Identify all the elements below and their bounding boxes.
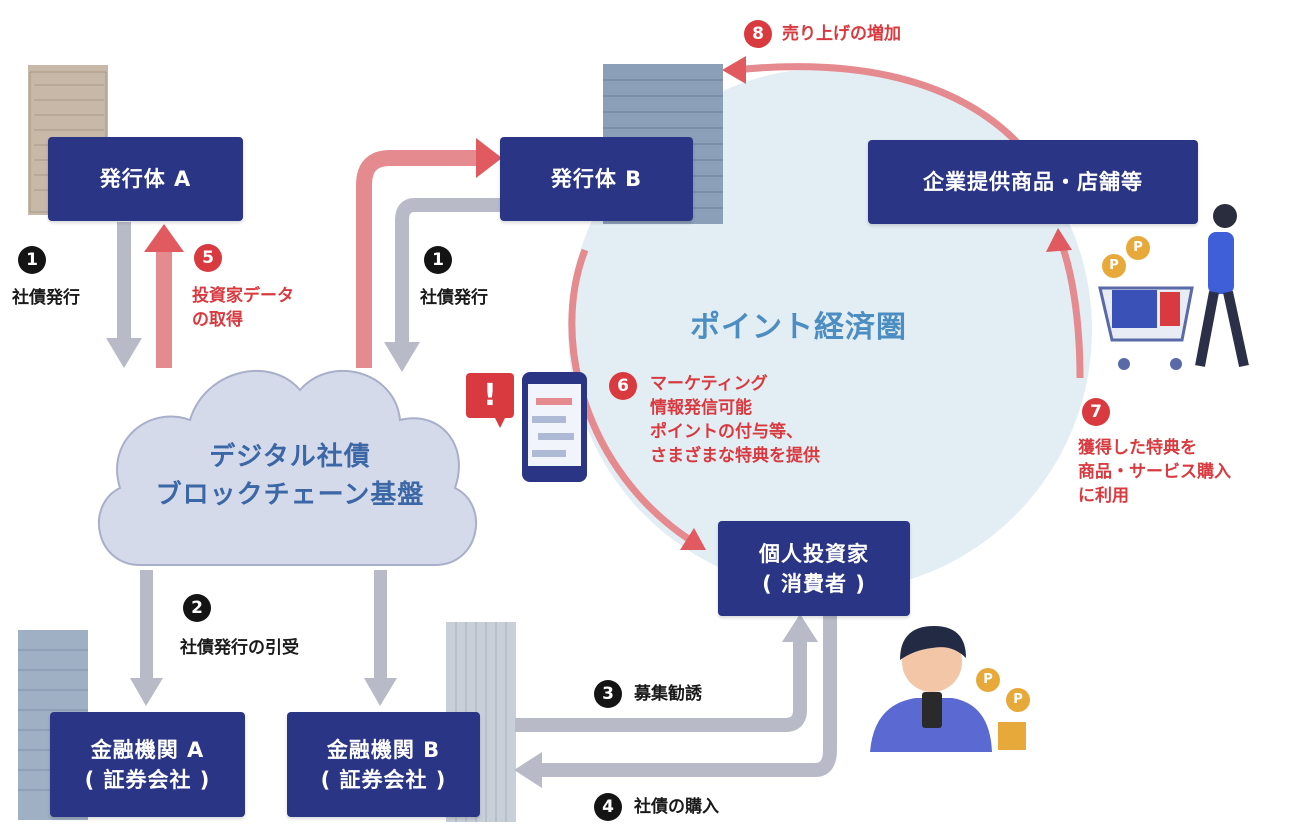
coin-icon — [976, 668, 1000, 692]
investor-label-line2: ( 消費者 ) — [762, 571, 866, 596]
benefit-use-arrowhead — [1046, 228, 1072, 252]
step-7-label: 獲得した特典を 商品・サービス購入 に利用 — [1078, 436, 1231, 508]
step-6-line4: さまざまな特典を提供 — [650, 446, 820, 466]
step-6-line2: 情報発信可能 — [650, 398, 752, 418]
marketing-arrowhead — [680, 528, 706, 550]
coin-label: P — [1013, 692, 1023, 707]
issuer-a-label: 発行体 A — [99, 167, 192, 191]
step-7-line2: 商品・サービス購入 — [1078, 462, 1231, 482]
fin-a-box: 金融機関 A ( 証券会社 ) — [50, 712, 245, 817]
step-7-line3: に利用 — [1078, 486, 1129, 506]
consumer-illustration — [870, 626, 1026, 752]
step-7-line1: 獲得した特典を — [1078, 438, 1197, 458]
underwrite-arrow-a-shaft — [140, 570, 153, 680]
coin-icon — [1102, 254, 1126, 278]
blockchain-cloud — [98, 369, 477, 566]
issue-arrow-a-shaft — [117, 222, 131, 340]
investor-label-line1: 個人投資家 — [759, 541, 869, 566]
cloud-line1: デジタル社債 — [209, 442, 371, 472]
shopper-illustration — [1098, 204, 1249, 370]
issuer-b-label: 発行体 B — [550, 167, 643, 191]
company-label: 企業提供商品・店舗等 — [923, 170, 1143, 194]
step-1-label-right: 社債発行 — [420, 288, 488, 308]
alert-bubble — [466, 373, 514, 418]
underwrite-arrow-b-head — [364, 678, 397, 706]
underwrite-arrow-a-head — [130, 678, 163, 706]
cloud-line2: ブロックチェーン基盤 — [155, 480, 425, 510]
step-1-badge: 1 — [18, 246, 46, 274]
issuer-a-box: 発行体 A — [48, 137, 243, 221]
purchase-arrow — [540, 614, 837, 777]
step-6-line1: マーケティング — [650, 374, 768, 394]
step-4-label: 社債の購入 — [634, 797, 719, 817]
step-5-badge: 5 — [194, 244, 222, 272]
point-economy-label: ポイント経済圏 — [690, 310, 907, 345]
step-5-line2: の取得 — [192, 310, 243, 330]
issue-arrow-a-head — [106, 338, 142, 368]
solicitation-arrow — [515, 640, 807, 732]
step-6-label: マーケティング 情報発信可能 ポイントの付与等、 さまざまな特典を提供 — [650, 372, 820, 468]
step-8-badge: 8 — [744, 20, 772, 48]
sales-increase-arrowhead — [722, 56, 746, 84]
step-6-badge: 6 — [609, 372, 637, 400]
fin-a-label-line1: 金融機関 A — [90, 737, 205, 762]
coin-icon — [1006, 688, 1030, 712]
step-1-badge: 1 — [424, 246, 452, 274]
company-box: 企業提供商品・店舗等 — [868, 140, 1198, 224]
data-acquire-arrow-head — [144, 224, 184, 252]
step-5-label: 投資家データ の取得 — [192, 284, 294, 332]
step-7-badge: 7 — [1082, 398, 1110, 426]
underwrite-arrow-b-shaft — [374, 570, 387, 680]
step-5-line1: 投資家データ — [192, 286, 294, 306]
step-3-label: 募集勧誘 — [634, 684, 702, 704]
issue-arrow-b-head — [384, 342, 420, 372]
solicitation-arrow-head — [782, 614, 818, 642]
alert-icon: ! — [483, 378, 497, 413]
issue-arrow-b — [395, 198, 500, 345]
step-6-line3: ポイントの付与等、 — [650, 422, 803, 442]
fin-b-box: 金融機関 B ( 証券会社 ) — [287, 712, 480, 817]
coin-icon — [1126, 236, 1150, 260]
blockchain-cloud-text: デジタル社債 ブロックチェーン基盤 — [150, 438, 430, 514]
step-2-label: 社債発行の引受 — [180, 638, 299, 658]
issue-to-b-arrow-head — [476, 138, 502, 178]
benefit-use-arc — [1056, 238, 1084, 379]
step-2-badge: 2 — [183, 594, 211, 622]
step-1-label-left: 社債発行 — [12, 288, 80, 308]
coin-label: P — [983, 672, 993, 687]
investor-box: 個人投資家 ( 消費者 ) — [718, 521, 910, 616]
coin-label: P — [1133, 240, 1143, 255]
step-8-label: 売り上げの増加 — [782, 24, 901, 44]
step-4-badge: 4 — [594, 793, 622, 821]
coin-label: P — [1109, 258, 1119, 273]
fin-a-label-line2: ( 証券会社 ) — [84, 767, 211, 792]
data-acquire-arrow-shaft — [156, 250, 172, 368]
issue-to-b-arrow — [356, 150, 480, 368]
fin-b-label-line1: 金融機関 B — [326, 737, 441, 762]
fin-b-label-line2: ( 証券会社 ) — [320, 767, 447, 792]
issuer-b-box: 発行体 B — [500, 137, 693, 221]
purchase-arrow-head — [514, 752, 542, 788]
step-3-badge: 3 — [594, 680, 622, 708]
